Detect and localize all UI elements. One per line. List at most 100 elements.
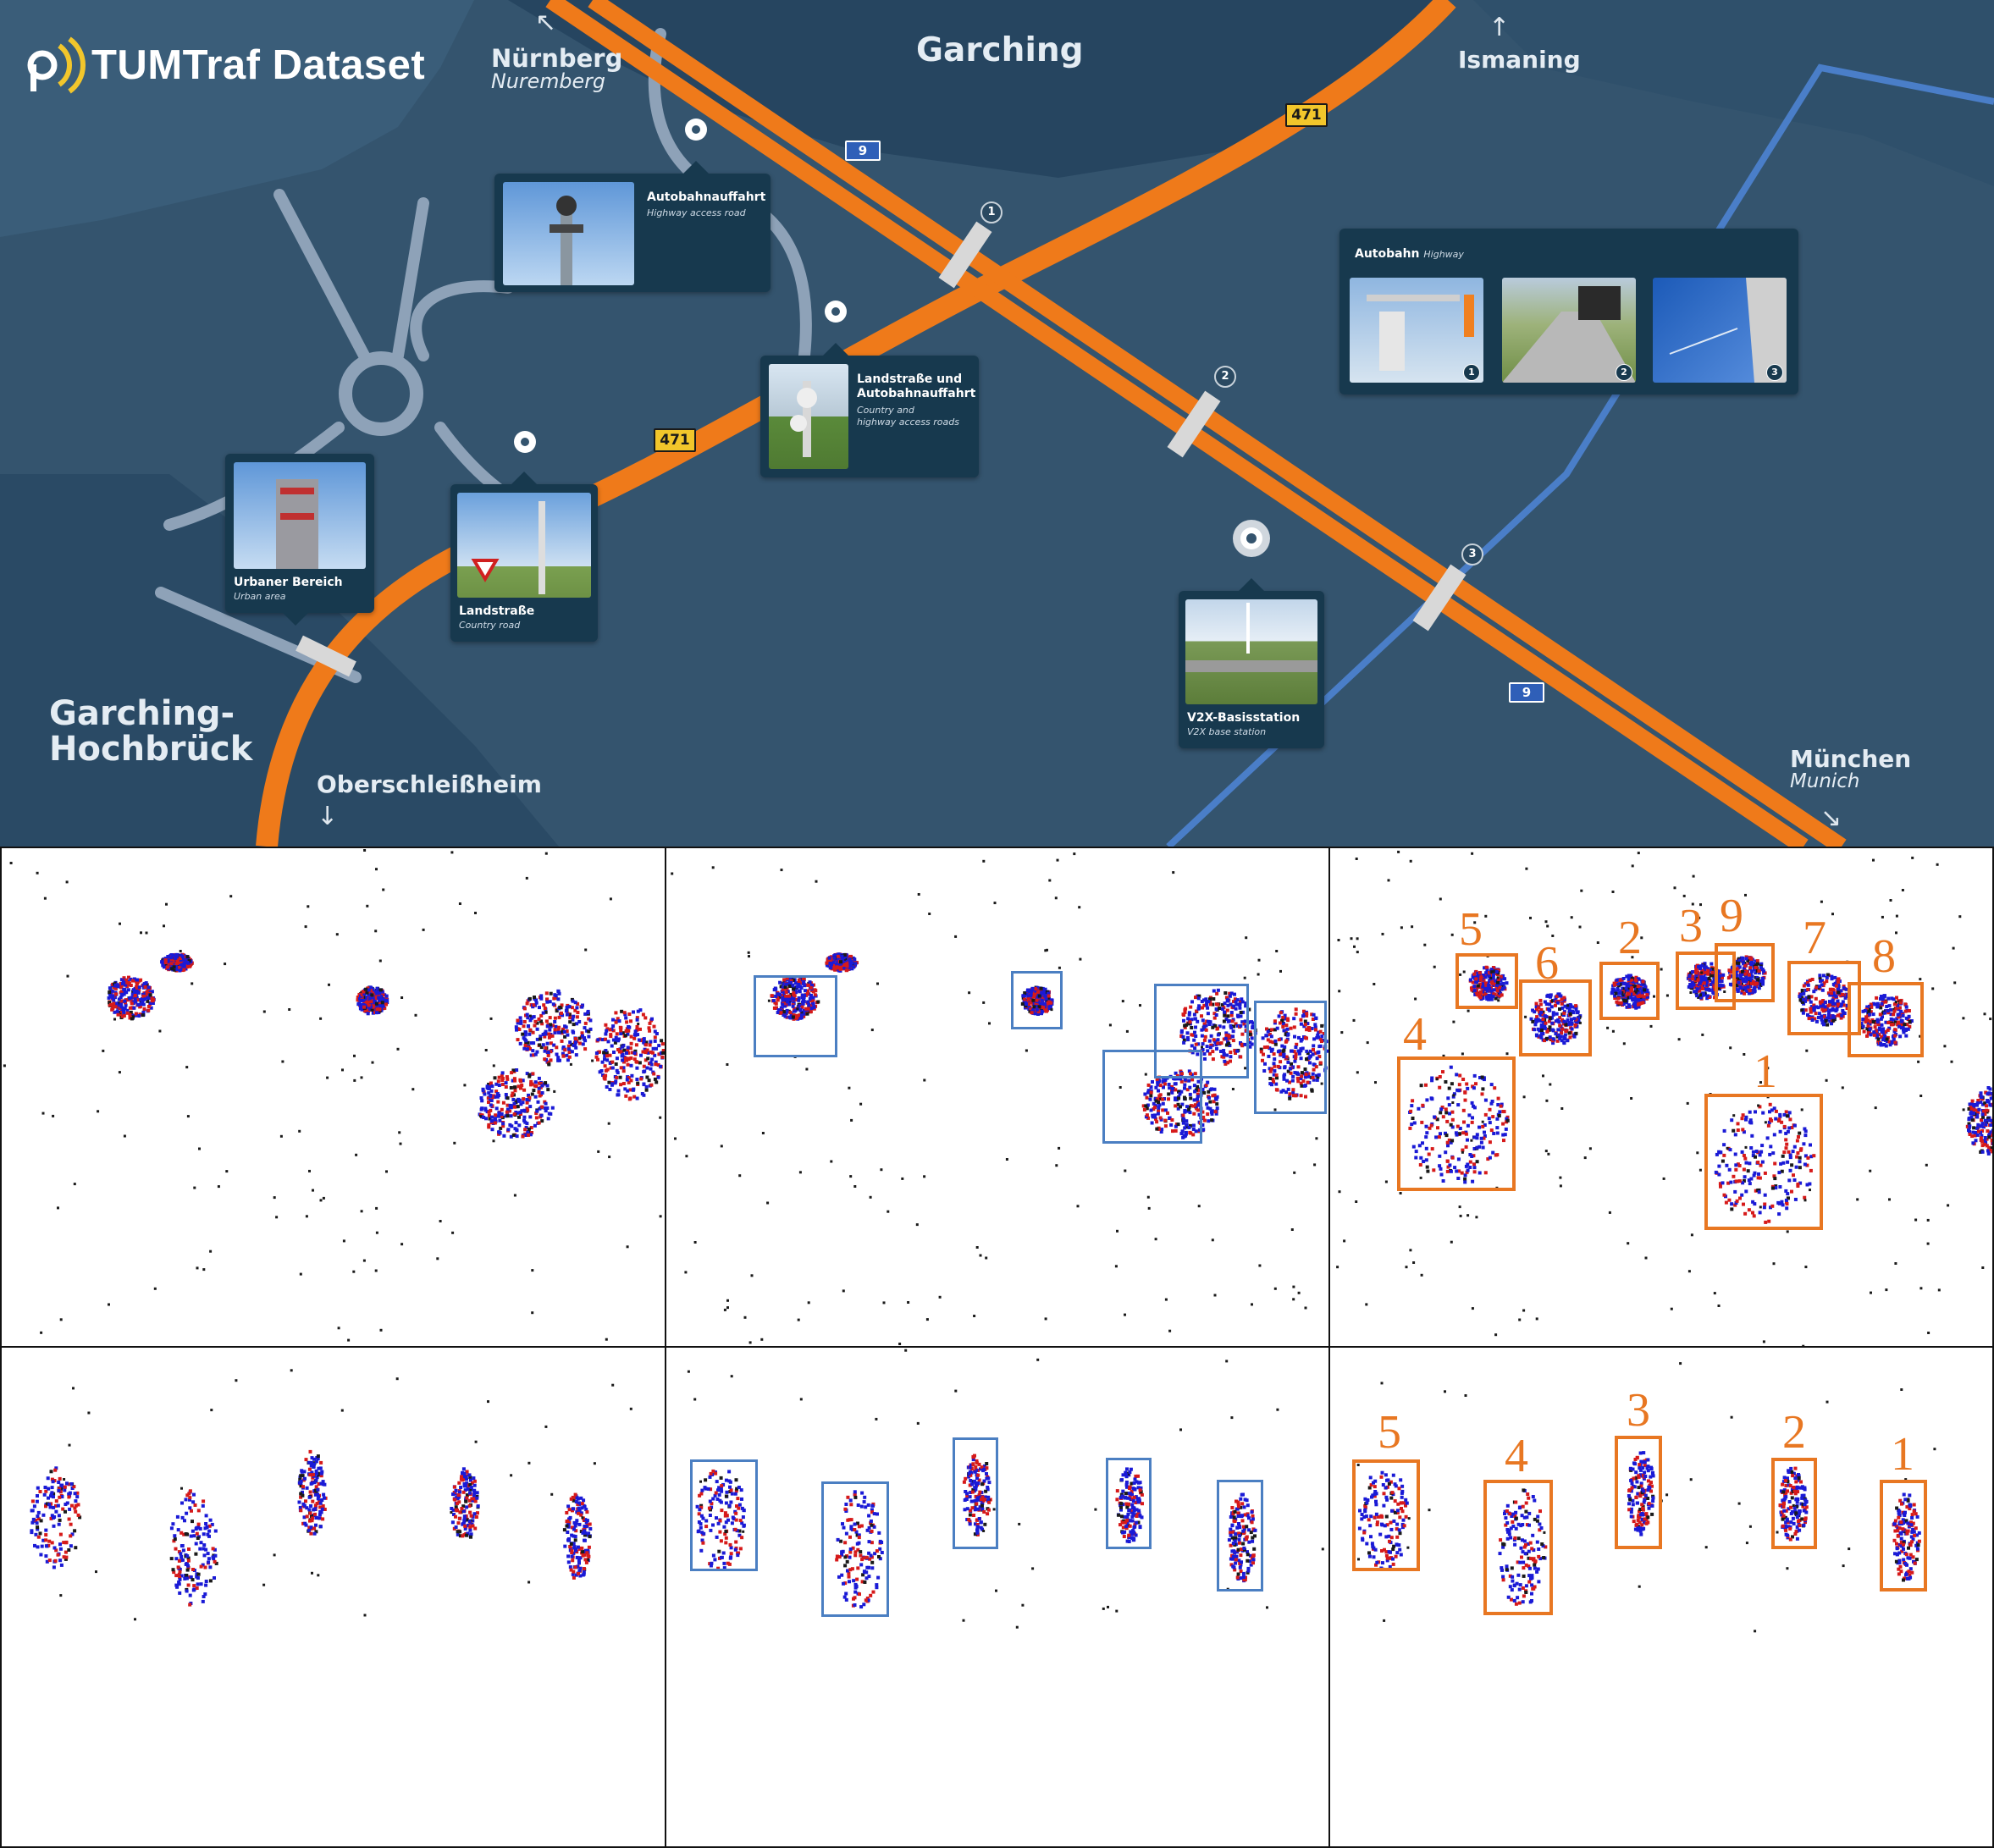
vehicle-detection-box [1102, 1050, 1202, 1144]
card-autobahn-title-row: Autobahn Highway [1355, 247, 1464, 262]
pedestrian-event-points [687, 1349, 1324, 1629]
sensor-number-2: 2 [1214, 366, 1236, 388]
hochbrueck-area [0, 474, 559, 847]
place-ismaning: Ismaning [1458, 46, 1581, 74]
photo-autobahn-2 [1502, 278, 1636, 383]
brand: TUMTraf Dataset [24, 36, 425, 95]
pedestrian-detection-box [690, 1459, 758, 1571]
gantry-2 [1167, 390, 1221, 458]
card-landstrasse-subtitle: Country road [459, 620, 521, 631]
vehicle-track-box-5 [1455, 953, 1518, 1009]
photo-autobahn-3 [1653, 278, 1787, 383]
thumb-number-2: 2 [1616, 364, 1632, 381]
card-landstrasse: Landstraße Country road [450, 484, 598, 642]
vehicle-detection-box [1011, 971, 1063, 1029]
photo-landstrasse-und-autobahnauffahrt [769, 364, 848, 469]
vehicle-track-box-1 [1704, 1094, 1823, 1230]
vehicle-track-id-1: 1 [1754, 1045, 1777, 1098]
direction-arrow-oberschleissheim: ↓ [317, 802, 339, 831]
vehicle-track-id-4: 4 [1403, 1008, 1427, 1061]
pedestrian-track-id-1: 1 [1891, 1428, 1914, 1481]
card-landstrasse-title: Landstraße [459, 604, 535, 618]
pedestrian-track-box-4 [1483, 1480, 1553, 1615]
pedestrian-detection-frame [665, 1346, 1330, 1848]
north-east-area [1473, 0, 1994, 186]
vehicle-track-id-3: 3 [1679, 900, 1703, 952]
vehicle-track-box-9 [1715, 943, 1775, 1002]
card-v2x-basisstation: V2X-Basisstation V2X base station [1179, 591, 1324, 748]
photo-v2x-basisstation [1185, 599, 1317, 704]
card-urbaner-bereich-pointer [283, 613, 308, 626]
pedestrian-event-frame [0, 1346, 666, 1848]
location-pins [514, 119, 1270, 557]
vehicle-event-points [3, 849, 665, 1342]
north-west-area [0, 0, 474, 237]
vehicle-track-event-points [1336, 850, 1992, 1346]
vehicle-track-box-6 [1519, 979, 1592, 1056]
card-landstrasse-und-subtitle-line1: Country and [857, 405, 914, 416]
a9-lane-east [588, 0, 1847, 847]
vehicle-track-id-2: 2 [1618, 912, 1642, 964]
place-nuernberg-en: Nuremberg [491, 69, 605, 94]
sensor-number-1: 1 [980, 201, 1003, 223]
dataset-location-map: TUMTraf Dataset Garching Nürnberg Nuremb… [0, 0, 1994, 847]
card-landstrasse-und-subtitle-line2: highway access roads [857, 416, 959, 428]
gantry-3 [1412, 564, 1467, 632]
roundabout [339, 351, 423, 436]
vehicle-event-frame [0, 847, 666, 1348]
card-autobahnauffahrt: Autobahnauffahrt Highway access road [494, 174, 771, 292]
card-landstrasse-und-title-line1: Landstraße und [857, 372, 963, 386]
card-urbaner-bereich-title: Urbaner Bereich [234, 576, 343, 589]
pedestrian-track-id-2: 2 [1782, 1406, 1806, 1459]
road-badge-a9-south: 9 [1509, 682, 1544, 703]
card-landstrasse-und-title-line2: Autobahnauffahrt [857, 386, 976, 400]
direction-arrow-nuernberg: ↖ [535, 8, 557, 37]
photo-autobahnauffahrt [503, 182, 634, 285]
vehicle-track-box-2 [1599, 962, 1660, 1020]
vehicle-event-points [671, 852, 1328, 1345]
place-garching-hochbrueck: Garching- Hochbrück [49, 696, 252, 767]
vehicle-track-box-7 [1787, 961, 1861, 1035]
road-badge-b471-north: 471 [1285, 103, 1328, 127]
card-landstrasse-und-pointer [823, 343, 848, 356]
vehicle-track-id-7: 7 [1803, 912, 1826, 964]
pedestrian-tracking-frame: 5 4 3 2 1 [1328, 1346, 1994, 1848]
pedestrian-track-id-3: 3 [1627, 1384, 1650, 1437]
card-v2x-pointer [1239, 578, 1264, 591]
card-urbaner-bereich-subtitle: Urban area [234, 591, 286, 602]
pedestrian-detection-box [1106, 1458, 1152, 1549]
pedestrian-detection-box [953, 1437, 998, 1549]
card-landstrasse-pointer [511, 472, 537, 484]
vehicle-track-box-3 [1676, 952, 1736, 1010]
vehicle-track-box-8 [1848, 982, 1924, 1057]
card-autobahn: Autobahn Highway 1 2 3 [1339, 229, 1798, 394]
pedestrian-track-box-3 [1615, 1436, 1662, 1549]
card-v2x-subtitle: V2X base station [1187, 726, 1267, 737]
place-nuernberg: Nürnberg Nuremberg [491, 46, 622, 92]
vehicle-detection-box [1254, 1001, 1327, 1114]
gantry-1 [938, 221, 992, 289]
vehicle-detection-frame [665, 847, 1330, 1348]
pedestrian-track-box-2 [1771, 1458, 1817, 1549]
pedestrian-track-id-4: 4 [1505, 1430, 1528, 1482]
vehicle-track-id-6: 6 [1535, 937, 1559, 990]
direction-arrow-ismaning: ↑ [1489, 13, 1511, 42]
card-autobahnauffahrt-subtitle: Highway access road [647, 207, 746, 218]
card-autobahn-title: Autobahn [1355, 247, 1420, 261]
place-muenchen: München Munich [1790, 747, 1911, 792]
vehicle-track-id-9: 9 [1720, 890, 1743, 942]
a9-lane-west [545, 0, 1809, 847]
pedestrian-track-box-5 [1352, 1459, 1420, 1571]
tumtraf-logo [27, 36, 86, 94]
thumb-number-1: 1 [1463, 364, 1480, 381]
photo-urbaner-bereich [234, 462, 366, 569]
place-muenchen-de: München [1790, 745, 1912, 773]
place-nuernberg-de: Nürnberg [491, 44, 623, 73]
garching-area [508, 0, 1439, 178]
map-geometry [0, 0, 1994, 847]
card-landstrasse-und-title: Landstraße und Autobahnauffahrt [857, 372, 975, 401]
gantry-urban [296, 635, 356, 677]
photo-landstrasse [457, 493, 591, 598]
vehicle-tracking-frame: 5 6 2 3 9 7 8 4 1 [1328, 847, 1994, 1348]
pedestrian-track-box-1 [1880, 1480, 1927, 1591]
